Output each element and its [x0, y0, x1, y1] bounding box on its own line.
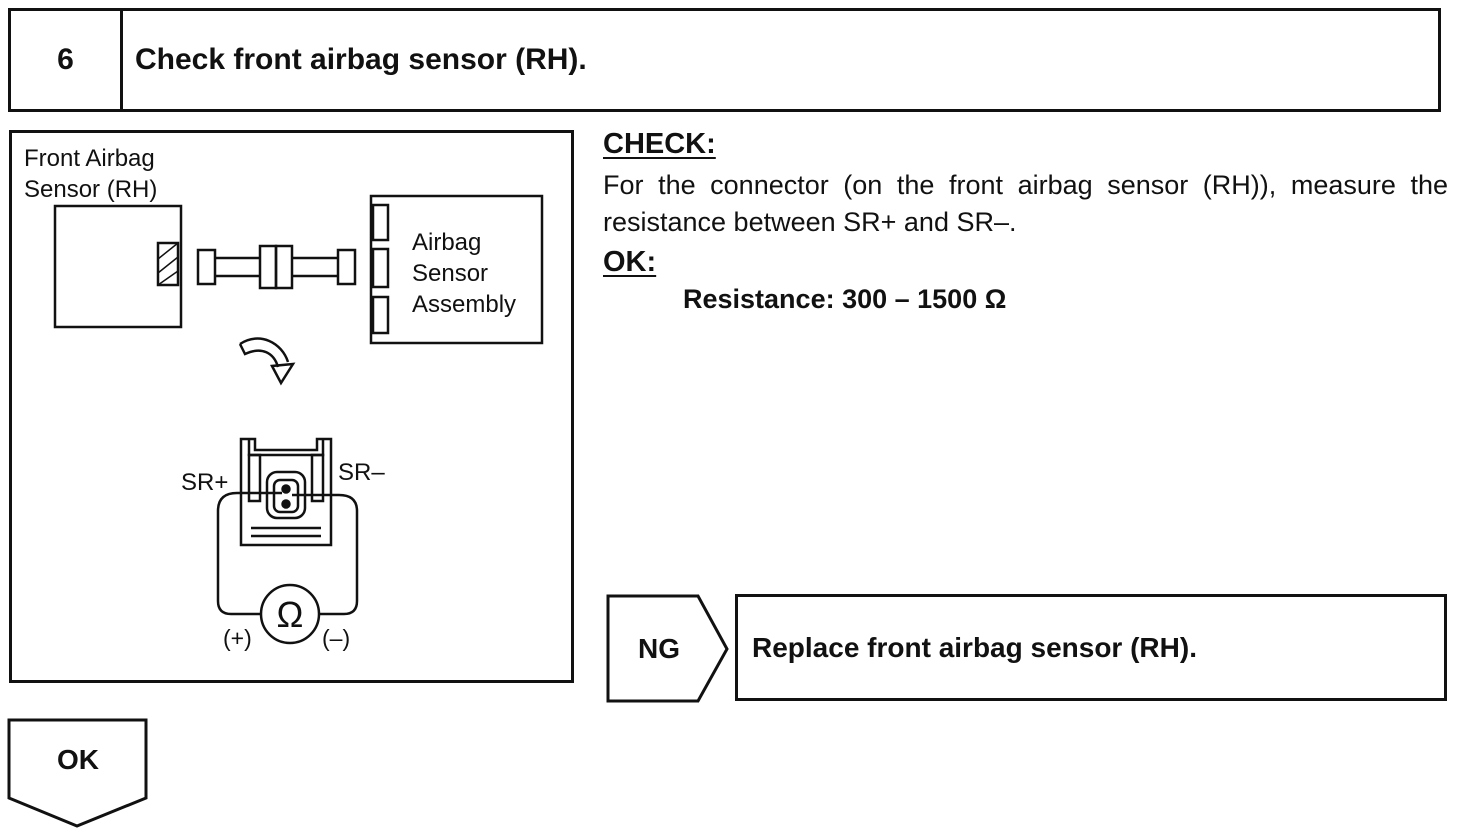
ng-label: NG — [638, 633, 680, 664]
assembly-body — [369, 194, 544, 345]
front-sensor-body — [53, 204, 183, 329]
ok-heading: OK: — [603, 246, 657, 278]
harness-joint-right — [274, 244, 294, 290]
assembly-connector-3 — [371, 295, 390, 335]
assembly-connector-2 — [371, 247, 390, 289]
check-instruction: For the connector (on the front airbag s… — [603, 170, 1448, 237]
harness-joint-left — [258, 244, 278, 290]
ng-arrow-box — [606, 594, 729, 703]
connector-diagram: Ω Front Airbag Sensor (RH) Airbag Sensor… — [9, 130, 574, 683]
ok-arrow-box — [7, 718, 148, 828]
ng-action: Replace front airbag sensor (RH). — [735, 594, 1447, 701]
terminal-sr-positive-label: SR+ — [181, 469, 229, 496]
step-header: 6 Check front airbag sensor (RH). — [8, 8, 1441, 112]
front-sensor-connector — [156, 241, 180, 287]
terminal-sr-positive — [281, 484, 291, 494]
probe-positive-label: (+) — [223, 625, 252, 651]
connector-face — [239, 437, 333, 547]
harness-plug-right — [336, 248, 357, 286]
check-heading: CHECK: — [603, 128, 716, 160]
terminal-sr-negative — [281, 499, 291, 509]
assembly-label: Airbag Sensor Assembly — [412, 229, 517, 318]
ok-label: OK — [57, 744, 99, 775]
lead-negative — [292, 493, 359, 616]
step-number: 6 — [11, 11, 123, 109]
front-sensor-label: Front Airbag Sensor (RH) — [24, 145, 158, 203]
terminal-sr-negative-label: SR– — [338, 459, 385, 486]
ohm-symbol: Ω — [277, 594, 304, 635]
diagram-illustration: Ω — [53, 194, 544, 645]
ohmmeter-icon — [259, 583, 321, 645]
curved-arrow — [239, 337, 290, 363]
step-title: Check front airbag sensor (RH). — [135, 43, 587, 76]
lead-positive — [216, 491, 282, 616]
harness-plug-left — [196, 248, 217, 286]
probe-negative-label: (–) — [322, 625, 351, 651]
resistance-spec: Resistance: 300 – 1500 Ω — [683, 284, 1007, 314]
assembly-connector-1 — [371, 203, 390, 242]
